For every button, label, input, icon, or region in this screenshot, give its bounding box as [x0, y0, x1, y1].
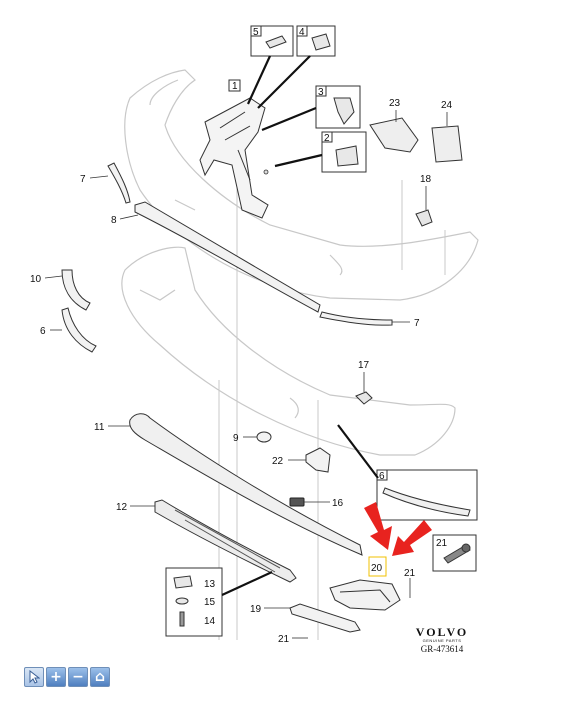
callout-3: 3: [318, 87, 324, 98]
part-7-strip-upper: [107, 162, 131, 204]
bumper-body-outline: [124, 69, 479, 301]
callout-2: 2: [324, 133, 330, 144]
callout-21-box: 21: [436, 538, 448, 549]
detail-box-6: [376, 469, 478, 521]
minus-icon[interactable]: −: [68, 667, 88, 687]
part-8-rail: [134, 201, 321, 313]
bumper-cover-outline: [121, 246, 456, 456]
thin-leaders: [44, 110, 448, 639]
part-17-nut: [355, 391, 373, 405]
highlight-box-20: [368, 556, 387, 577]
part-7-strip-lower: [319, 311, 393, 326]
callout-7-lower: 7: [414, 318, 420, 329]
volvo-logo: VOLVO: [415, 625, 469, 639]
detail-box-21: [432, 534, 477, 572]
detail-box-4: [296, 25, 336, 57]
callout-21-right: 21: [404, 568, 416, 579]
red-arrow-right: [392, 520, 432, 556]
detail-box-5: [250, 25, 294, 57]
callout-22: 22: [272, 456, 284, 467]
callout-13: 13: [204, 579, 216, 590]
diagram-code: GR-473614: [420, 644, 464, 654]
callout-21-bottom: 21: [278, 634, 290, 645]
callout-23: 23: [389, 98, 401, 109]
callout-9: 9: [233, 433, 239, 444]
detail-box-2: [321, 131, 367, 173]
callout-5: 5: [253, 27, 259, 38]
part-19-exhaust-trim: [289, 579, 401, 633]
callout-8: 8: [111, 215, 117, 226]
callout-18: 18: [420, 174, 432, 185]
part-10-trim: [61, 269, 91, 311]
home-icon[interactable]: ⌂: [90, 667, 110, 687]
diagram-toolbar: + − ⌂: [24, 667, 110, 687]
part-18-clip: [415, 209, 433, 227]
volvo-brand-block: VOLVO GENUINE PARTS GR-473614: [402, 625, 482, 654]
screw-part-2-marker: [263, 169, 269, 175]
callout-20: 20: [371, 563, 383, 574]
part-16-clip: [289, 497, 305, 507]
pointer-icon[interactable]: [24, 667, 44, 687]
callout-19: 19: [250, 604, 262, 615]
part-1-bracket: [199, 97, 269, 219]
callout-6-box: 6: [379, 471, 385, 482]
detail-box-3: [315, 85, 361, 129]
callout-10: 10: [30, 274, 42, 285]
part-12-reinforcement: [154, 499, 297, 583]
callout-6-left: 6: [40, 326, 46, 337]
part-6-trim-left: [61, 307, 97, 353]
part-23-bracket: [369, 117, 419, 153]
detail-box-13-15-14: [165, 567, 223, 637]
callout-24: 24: [441, 100, 453, 111]
plus-icon[interactable]: +: [46, 667, 66, 687]
callout-17: 17: [358, 360, 370, 371]
part-9-clip: [256, 431, 272, 443]
callout-15: 15: [204, 597, 216, 608]
detail-box-1-label: [228, 79, 241, 92]
callout-1: 1: [232, 81, 238, 92]
part-11-lower-lip: [129, 413, 363, 556]
leader-arrows: [221, 55, 379, 596]
callout-16: 16: [332, 498, 344, 509]
highlight-arrows: [364, 502, 432, 556]
red-arrow-left: [364, 502, 392, 550]
callout-12: 12: [116, 502, 128, 513]
part-24-plate: [431, 125, 463, 163]
part-22-bracket: [305, 447, 331, 473]
callout-4: 4: [299, 27, 305, 38]
genuine-parts-text: GENUINE PARTS: [422, 638, 462, 643]
callout-7-upper: 7: [80, 174, 86, 185]
callout-14: 14: [204, 616, 216, 627]
callout-11: 11: [94, 422, 105, 433]
